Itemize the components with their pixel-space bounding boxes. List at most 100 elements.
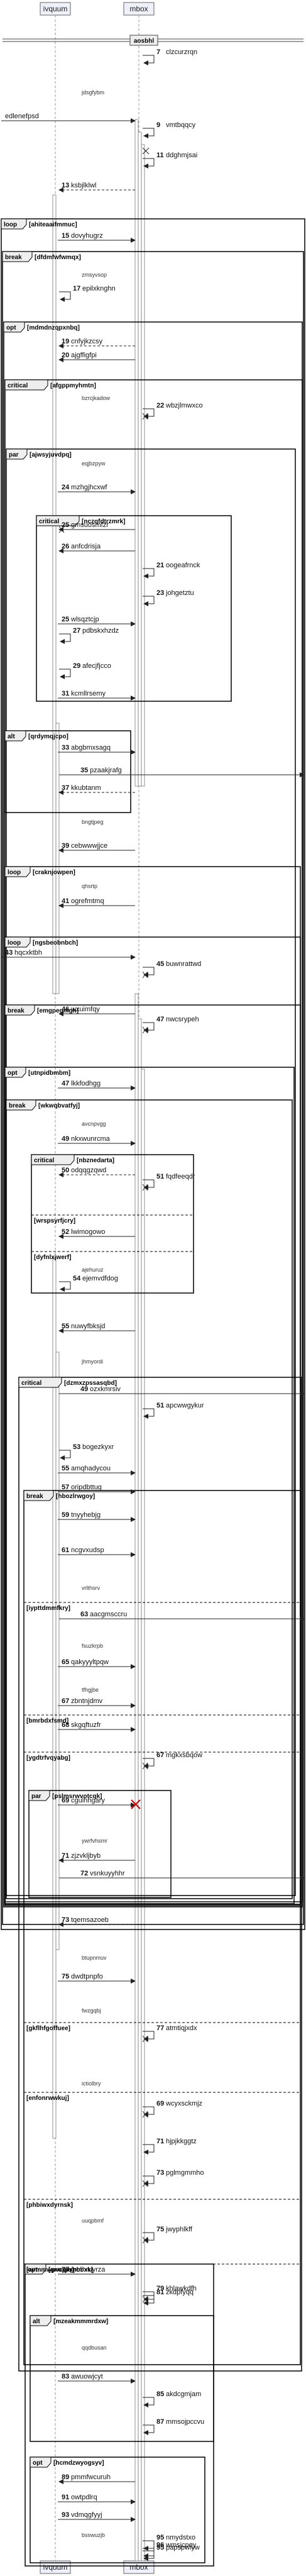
fragment-else: [wrspsyrfjcry] bbox=[31, 1214, 194, 1224]
message[interactable]: 50 odqqgzqwd bbox=[58, 1167, 135, 1177]
message[interactable]: 65 qakyyyltpqw bbox=[58, 1658, 136, 1669]
message[interactable]: 77 qxnhruyrza bbox=[58, 2266, 136, 2277]
message[interactable]: 71 zjzvkljbyb bbox=[58, 1852, 135, 1863]
message[interactable]: 9 vmtbqqcy bbox=[143, 121, 196, 138]
message[interactable]: 67 zbntnjdmv bbox=[58, 1697, 136, 1708]
message[interactable]: 93 vdmqgfyyj bbox=[58, 2511, 136, 2522]
message-text: awuowjcyt bbox=[71, 2373, 103, 2380]
message[interactable]: 55 nuwyfbksjd bbox=[58, 1323, 135, 1333]
message-note: ajehuruz bbox=[82, 1267, 104, 1273]
message-text: vdmqgfyyj bbox=[71, 2511, 102, 2519]
message[interactable]: 63 aacgmsccru bbox=[59, 1611, 305, 1621]
message[interactable]: 29 afecjfjcco bbox=[59, 662, 111, 679]
message[interactable]: 23 johgetztu bbox=[143, 589, 194, 606]
message[interactable]: 52 lwimogowo bbox=[58, 1228, 135, 1239]
message[interactable]: 51 apcwwgykur bbox=[143, 1402, 204, 1419]
message[interactable]: 75 jwyphlkff bbox=[142, 2226, 193, 2244]
message[interactable]: 53 bogezkyxr bbox=[59, 1443, 114, 1460]
message[interactable]: 31 kcmllrsemy bbox=[58, 690, 136, 701]
message[interactable]: 68 skgqftuzfr bbox=[58, 1721, 136, 1732]
message[interactable]: 83 awuowjcyt bbox=[58, 2373, 136, 2384]
participant-ivquum[interactable]: ivquum bbox=[40, 2, 71, 16]
message-text: atmtiqjxdx bbox=[166, 2024, 197, 2032]
participant-footer-ivquum[interactable]: ivquum bbox=[40, 2560, 71, 2574]
fragment-guard: [avmmwpvcjpq] bbox=[26, 2267, 74, 2273]
message-number: 55 bbox=[62, 1323, 69, 1330]
message[interactable]: 91 owtpdlrq bbox=[58, 2494, 136, 2504]
message-text: vsnkuyyhhr bbox=[90, 1870, 125, 1877]
message[interactable]: 46 wxuimfqy bbox=[58, 1006, 135, 1016]
message[interactable] bbox=[142, 147, 150, 155]
message[interactable]: 26 anfcdrisja bbox=[58, 543, 135, 553]
message[interactable]: 7 clzcurzrqn bbox=[143, 48, 197, 65]
message-label: 83 awuowjcyt bbox=[62, 2373, 103, 2380]
message-number: 75 bbox=[62, 1973, 69, 1980]
message[interactable]: 43 hqcxktbh bbox=[1, 949, 136, 960]
participant-footer-mbox[interactable]: mbox bbox=[123, 2560, 155, 2574]
message[interactable]: 27 pdbskxhzdz bbox=[59, 627, 119, 644]
message-number: 89 bbox=[62, 2473, 69, 2481]
message[interactable]: 47 lkkfodhgg bbox=[58, 1080, 136, 1091]
message-label: 23 johgetztu bbox=[156, 589, 194, 597]
message[interactable]: 49 nkxwunrcma bbox=[58, 1135, 136, 1146]
fragment-guard: [dyfnlxjwerf] bbox=[34, 1254, 71, 1261]
message[interactable]: 25 gmsuosmfzr bbox=[58, 521, 135, 533]
message[interactable]: 35 pzaakjrafg bbox=[59, 767, 305, 777]
message[interactable]: 72 vsnkuyyhhr bbox=[59, 1870, 305, 1880]
message: ajehuruz bbox=[82, 1267, 104, 1273]
message[interactable]: 17 epilxknghn bbox=[59, 285, 116, 302]
message[interactable]: 73 pglmgmmho bbox=[142, 2169, 204, 2187]
message[interactable]: 95 papspwlyw bbox=[143, 2544, 200, 2561]
activation-bar bbox=[55, 1352, 60, 1950]
message[interactable]: 71 hjpjkkggtz bbox=[143, 2138, 197, 2155]
message[interactable]: 13 ksbjlklwl bbox=[58, 182, 135, 192]
fragment-else: [ygdtrfvqyabg] bbox=[24, 1752, 300, 1762]
message[interactable]: 25 wlsqztcjp bbox=[58, 616, 136, 626]
message[interactable]: 69 wcyxsckmjz bbox=[142, 2100, 202, 2118]
message[interactable]: 21 oogeafrnck bbox=[143, 562, 200, 579]
message[interactable]: 33 abgbmxsagq bbox=[58, 744, 136, 755]
message-text: papspwlyw bbox=[166, 2544, 200, 2551]
message[interactable]: 87 mmsojpccvu bbox=[143, 2418, 204, 2435]
message[interactable]: 45 buwnrattwd bbox=[142, 960, 201, 979]
message[interactable]: 69 cgulhhgary bbox=[58, 1797, 141, 1809]
message[interactable]: 11 ddghmjsai bbox=[143, 152, 197, 169]
message-text: qxnhruyrza bbox=[71, 2266, 106, 2273]
message[interactable]: 96 wmsjcpqy bbox=[143, 2541, 197, 2558]
message[interactable]: 57 oripdbttug bbox=[58, 1484, 136, 1494]
fragment-loop: loop[ahiteaaifmmuc] bbox=[1, 218, 305, 1930]
message[interactable]: 15 dovyhugrz bbox=[58, 232, 136, 243]
message[interactable]: 22 wbzjlmwxco bbox=[142, 402, 203, 420]
message[interactable]: 55 amqhadycou bbox=[58, 1465, 136, 1475]
message-number: 65 bbox=[62, 1658, 69, 1666]
divider-title: aosbhl bbox=[134, 38, 154, 45]
message[interactable]: 81 zkdpfyqq bbox=[143, 2289, 194, 2306]
message[interactable]: 20 ajgffigfpi bbox=[58, 352, 135, 362]
message[interactable]: 54 ejemvdfdog bbox=[59, 1275, 118, 1292]
message[interactable]: edlenefpsd bbox=[1, 113, 136, 123]
message[interactable]: 39 cebwwwjjce bbox=[58, 842, 135, 853]
message-number: 29 bbox=[73, 662, 80, 670]
message[interactable]: 67 mgkxsbqow bbox=[142, 1752, 202, 1770]
fragment-guard: [ahiteaaifmmuc] bbox=[29, 221, 77, 228]
message[interactable]: 19 cnfyjkzcsy bbox=[58, 338, 135, 348]
participant-label: ivquum bbox=[43, 2563, 68, 2572]
message[interactable]: 59 tnyyhebjg bbox=[58, 1511, 136, 1522]
message[interactable]: 51 fqdfeeqdr bbox=[142, 1173, 195, 1191]
message[interactable]: 47 nwcsrypeh bbox=[142, 1016, 199, 1034]
message-number: 73 bbox=[62, 1916, 69, 1924]
message[interactable]: 89 pmmfwcuruh bbox=[58, 2473, 135, 2484]
message[interactable]: 77 atmtiqjxdx bbox=[142, 2024, 197, 2043]
message[interactable]: 24 mzhgjhcxwf bbox=[58, 484, 136, 494]
message-text: wxuimfqy bbox=[70, 1006, 100, 1013]
message[interactable]: 75 dwdtpnpfo bbox=[58, 1973, 136, 1984]
message[interactable]: 79 khlawkdfh bbox=[142, 2285, 197, 2303]
message[interactable]: 49 ozxkmrsiv bbox=[59, 1385, 305, 1396]
message[interactable]: 37 kkubtanm bbox=[58, 784, 135, 795]
message-number: 77 bbox=[62, 2266, 69, 2273]
message[interactable]: 85 akdcgmjam bbox=[143, 2390, 201, 2407]
participant-mbox[interactable]: mbox bbox=[123, 2, 155, 16]
message[interactable]: 61 ncgvxudsp bbox=[58, 1546, 136, 1557]
message[interactable]: 41 ogrefmtmq bbox=[58, 897, 135, 908]
message[interactable]: 73 tqemsazoeb bbox=[58, 1916, 135, 1927]
